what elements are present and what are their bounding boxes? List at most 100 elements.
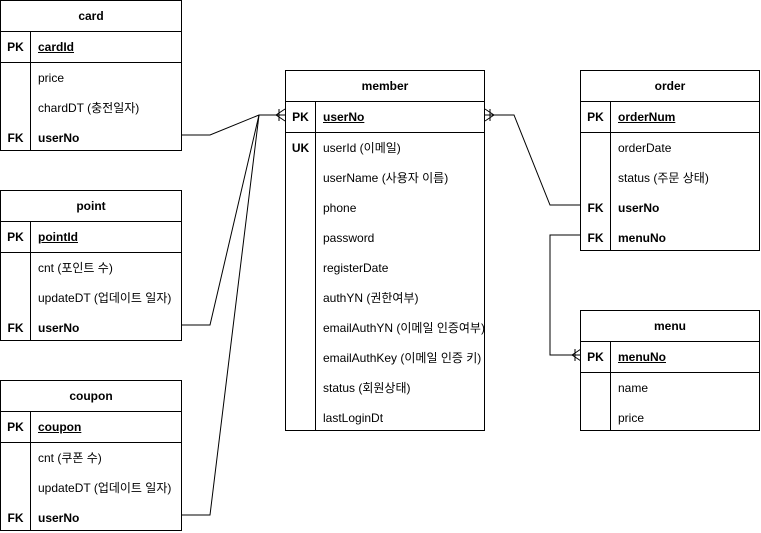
field-row[interactable]: status (회원상태) [286, 373, 484, 403]
field-name: authYN (권한여부) [323, 291, 419, 305]
field-row[interactable]: emailAuthYN (이메일 인증여부) [286, 313, 485, 343]
key-label: FK [587, 201, 604, 215]
entity-coupon[interactable]: coupon PK coupon cnt (쿠폰 수) updateDT (업데이… [0, 380, 182, 531]
key-divider [610, 342, 611, 431]
field-row[interactable]: PK cardId [1, 32, 181, 63]
key-label: UK [291, 141, 310, 155]
entity-order[interactable]: order PK orderNum orderDate status (주문 상태… [580, 70, 760, 251]
field-name: orderNum [618, 110, 676, 124]
crows-foot-member-right [484, 108, 495, 122]
field-name: updateDT (업데이트 일자) [38, 481, 172, 495]
crows-foot-member-left [275, 108, 286, 122]
field-name: name [618, 381, 649, 395]
entity-menu[interactable]: menu PK menuNo name price [580, 310, 760, 431]
field-row[interactable]: emailAuthKey (이메일 인증 키) [286, 343, 484, 373]
field-row[interactable]: userName (사용자 이름) [286, 163, 484, 193]
key-label: FK [7, 131, 24, 145]
entity-member[interactable]: member PK userNo UK userId (이메일) userName … [285, 70, 485, 431]
entity-title: point [1, 191, 181, 222]
field-name: status (회원상태) [323, 381, 411, 395]
field-row[interactable]: phone [286, 193, 484, 223]
relation-order-member [485, 114, 581, 206]
key-label: PK [7, 40, 24, 54]
entity-title: card [1, 1, 181, 32]
field-row[interactable]: updateDT (업데이트 일자) [1, 283, 181, 313]
key-label: PK [587, 350, 604, 364]
field-name: orderDate [618, 141, 672, 155]
field-name: price [618, 411, 645, 425]
field-name: userNo [38, 321, 80, 335]
field-row[interactable]: FK userNo [1, 503, 181, 533]
field-name: updateDT (업데이트 일자) [38, 291, 172, 305]
key-label: PK [7, 230, 24, 244]
field-row[interactable]: price [581, 403, 759, 433]
field-name: chardDT (충전일자) [38, 101, 140, 115]
key-label: FK [587, 231, 604, 245]
relation-coupon-member [181, 114, 260, 516]
field-name: status (주문 상태) [618, 171, 709, 185]
field-name: phone [323, 201, 357, 215]
entity-title: coupon [1, 381, 181, 412]
entity-card[interactable]: card PK cardId price chardDT (충전일자) FK use… [0, 0, 182, 151]
field-name: registerDate [323, 261, 389, 275]
key-divider [30, 412, 31, 531]
field-row[interactable]: name [581, 373, 759, 403]
field-row[interactable]: chardDT (충전일자) [1, 93, 181, 123]
relation-order-menu [549, 234, 581, 356]
entity-title: menu [581, 311, 759, 342]
field-name: pointId [38, 230, 78, 244]
field-row[interactable]: PK coupon [1, 412, 181, 443]
key-divider [30, 222, 31, 341]
field-row[interactable]: updateDT (업데이트 일자) [1, 473, 181, 503]
relation-card-member [181, 114, 285, 136]
field-row[interactable]: registerDate [286, 253, 484, 283]
field-name: menuNo [618, 231, 666, 245]
field-name: emailAuthKey (이메일 인증 키) [323, 351, 482, 365]
field-name: userId (이메일) [323, 141, 401, 155]
field-row[interactable]: FK userNo [1, 123, 181, 153]
field-name: userNo [38, 511, 80, 525]
field-row[interactable]: FK userNo [581, 193, 759, 223]
entity-point[interactable]: point PK pointId cnt (포인트 수) updateDT (업데… [0, 190, 182, 341]
key-label: FK [7, 511, 24, 525]
key-divider [610, 102, 611, 251]
key-label: PK [7, 420, 24, 434]
key-label: PK [587, 110, 604, 124]
field-row[interactable]: UK userId (이메일) [286, 133, 484, 163]
field-name: emailAuthYN (이메일 인증여부) [323, 321, 485, 335]
field-row[interactable]: PK orderNum [581, 102, 759, 133]
field-row[interactable]: lastLoginDt [286, 403, 484, 433]
field-row[interactable]: password [286, 223, 484, 253]
entity-title: member [286, 71, 484, 102]
field-name: coupon [38, 420, 82, 434]
field-row[interactable]: status (주문 상태) [581, 163, 759, 193]
field-row[interactable]: PK userNo [286, 102, 484, 133]
field-row[interactable]: PK pointId [1, 222, 181, 253]
field-row[interactable]: cnt (포인트 수) [1, 253, 181, 283]
field-name: cnt (포인트 수) [38, 261, 113, 275]
field-row[interactable]: cnt (쿠폰 수) [1, 443, 181, 473]
field-name: menuNo [618, 350, 666, 364]
field-name: price [38, 71, 65, 85]
field-name: password [323, 231, 375, 245]
field-row[interactable]: FK menuNo [581, 223, 759, 253]
field-row[interactable]: price [1, 63, 181, 93]
field-name: userName (사용자 이름) [323, 171, 449, 185]
field-name: cardId [38, 40, 75, 54]
key-divider [315, 102, 316, 431]
key-label: PK [292, 110, 309, 124]
crows-foot-menu [571, 348, 582, 362]
field-name: userNo [323, 110, 365, 124]
relation-point-member [181, 114, 260, 326]
field-name: lastLoginDt [323, 411, 384, 425]
field-row[interactable]: orderDate [581, 133, 759, 163]
field-name: userNo [38, 131, 80, 145]
field-row[interactable]: authYN (권한여부) [286, 283, 484, 313]
field-row[interactable]: FK userNo [1, 313, 181, 343]
key-label: FK [7, 321, 24, 335]
field-name: userNo [618, 201, 660, 215]
entity-title: order [581, 71, 759, 102]
field-row[interactable]: PK menuNo [581, 342, 759, 373]
